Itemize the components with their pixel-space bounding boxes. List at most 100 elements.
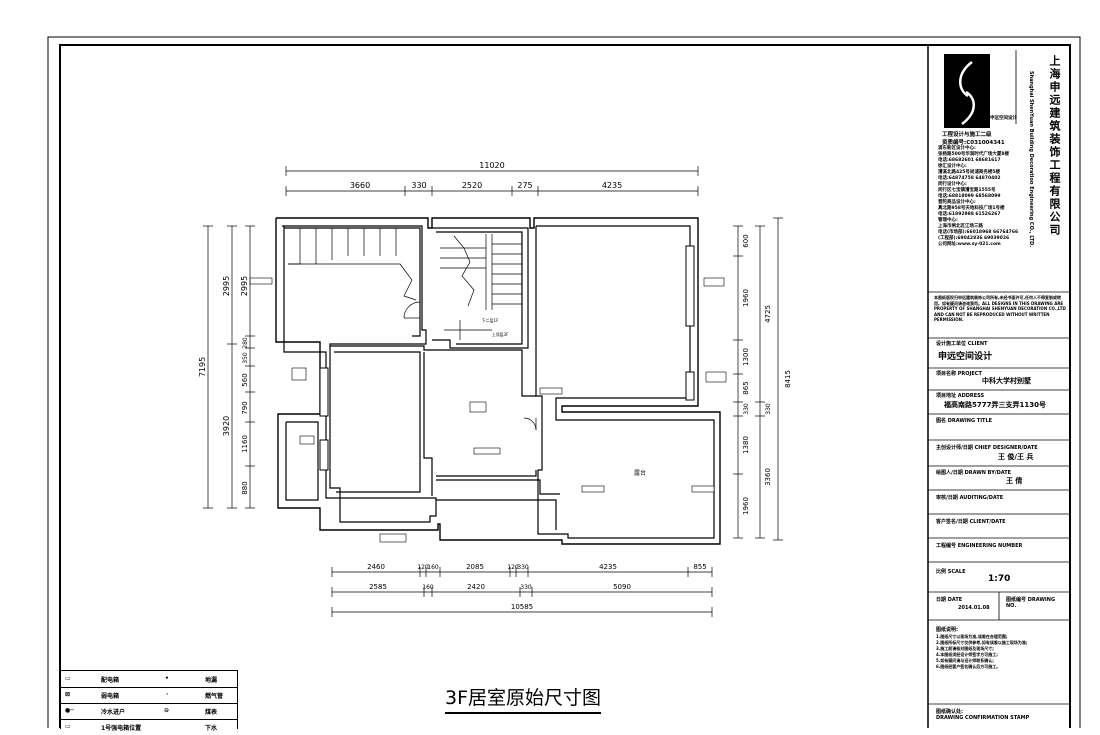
dim-bot2-4: 330 [520, 584, 532, 591]
legend-item: 燃气管 [205, 693, 224, 700]
room-label-terrace: 露台 [634, 469, 646, 477]
titleblock-grid [928, 50, 1070, 705]
drawing-title: 3F居室原始尺寸图 [445, 683, 602, 714]
legend-row: ●─ 冷水进户 ⊖ 煤表 [61, 703, 237, 720]
contact-line: 管理中心: [938, 218, 958, 223]
note-line: 3.施工前请核对图纸及现场尺寸; [936, 646, 994, 651]
firm-logo [944, 54, 990, 128]
audit-label: 审核/日期 AUDITING/DATE [936, 495, 1004, 501]
dimension-texts: 11020 3660 330 2520 275 4235 7195 3920 2… [198, 161, 792, 611]
project-label: 项目名称 PROJECT [936, 371, 982, 377]
scale-value: 1:70 [988, 574, 1011, 584]
drawn-value: 王 倩 [1006, 477, 1023, 485]
drawing-title-label: 图名 DRAWING TITLE [936, 418, 993, 424]
weak-box-icon: ⊠ [65, 691, 71, 698]
contact-line: 浦东新区设计中心: [938, 146, 976, 151]
license-line2: 资质编号:C031004341 [942, 140, 1005, 146]
dimension-lines [203, 166, 783, 617]
outer-frame [47, 36, 1081, 728]
floor-plan [275, 217, 721, 545]
title-block: 上海申远建筑装饰工程有限公司 Shanghai ShenYuan Buildin… [928, 45, 1070, 728]
contact-line: 徐汇设计中心: [938, 164, 967, 169]
notes-list: 1.图纸尺寸以现场为准,误差在合理范围;2.图纸所标尺寸仅供参考,如有误差以施工… [936, 634, 1064, 670]
date-value: 2014.01.08 [958, 605, 990, 611]
client-value: 申远空间设计 [938, 352, 993, 362]
contact-line: 电话(市场部):66018968 66764766 [938, 230, 1019, 235]
dim-bot1-7: 4235 [599, 563, 617, 571]
dim-left-inner-2: 280 [242, 337, 249, 349]
dim-bot2-2: 160 [422, 584, 434, 591]
contact-line: 真北路958号天地科技广场1号楼 [938, 206, 1005, 211]
water-inlet-icon: ●─ [65, 707, 74, 714]
windows [319, 245, 695, 471]
electric-box-icon: ▭ [65, 675, 71, 682]
dim-bot1-3: 160 [427, 564, 439, 571]
tags [249, 277, 727, 543]
dim-right-inner-3: 1300 [742, 348, 750, 366]
license-line1: 工程设计与施工二级 [942, 132, 992, 138]
stairs-middle [440, 234, 537, 431]
dim-top-5: 4235 [602, 181, 622, 190]
dim-top-overall: 11020 [479, 161, 504, 170]
dim-right-overall: 8415 [784, 370, 792, 388]
address-value: 福高南路5777弄三支弄1130号 [944, 401, 1046, 409]
legend-item: 冷水进户 [101, 709, 126, 716]
dim-right-inner-7: 1960 [742, 497, 750, 515]
legend-item: 地漏 [205, 677, 218, 684]
legend-item: 配电箱 [101, 677, 120, 684]
dim-left-inner-4: 560 [241, 373, 249, 386]
dim-right-inner-4: 865 [742, 381, 750, 394]
legend-item: 煤表 [205, 709, 218, 716]
legend-row: ▭ 配电箱 • 地漏 [61, 671, 237, 688]
dim-top-4: 275 [517, 181, 532, 190]
logo-caption: 申远空间设计 [990, 116, 1017, 121]
note-line: 2.图纸所标尺寸仅供参考,如有误差以施工现场为准; [936, 640, 1028, 645]
contact-line: 电话:64874758 64870402 [938, 176, 1001, 181]
dim-right-mid-3: 3360 [764, 468, 772, 486]
note-line: 4.本图纸须经设计师签字方可施工; [936, 652, 998, 657]
dim-top-3: 2520 [462, 181, 482, 190]
legend-item: 弱电箱 [101, 693, 120, 700]
contact-line: (工程部):69042836 69039026 [938, 236, 1010, 241]
project-value: 中科大学村别墅 [982, 377, 1031, 385]
contact-line: 闵行设计中心: [938, 182, 967, 187]
legend-row: ▭ 1号强电箱位置 下水 [61, 719, 237, 735]
dim-left-outer-1: 3920 [222, 416, 231, 436]
contact-line: 上海市闸北区江场三路 [938, 224, 983, 229]
dim-bot1-8: 855 [693, 563, 706, 571]
dim-bot2-3: 2420 [467, 583, 485, 591]
dim-left-inner-5: 790 [241, 401, 249, 414]
dim-bot2-1: 2585 [369, 583, 387, 591]
eng-no-label: 工程编号 ENGINEERING NUMBER [936, 543, 1023, 549]
contact-line: 公司网址:www.sy-021.com [938, 242, 1001, 247]
address-label: 项目地址 ADDRESS [936, 393, 985, 399]
dim-right-mid-1: 4725 [764, 305, 772, 323]
dim-right-inner-6: 1380 [742, 436, 750, 454]
contact-line: 普陀商品设计中心: [938, 200, 976, 205]
client-date-label: 客户签名/日期 CLIENT/DATE [936, 519, 1006, 525]
contact-line: 电话:61892988 61526267 [938, 212, 1001, 217]
contact-line: 电话:68682601 68681617 [938, 158, 1001, 163]
date-label: 日期 DATE [936, 597, 963, 603]
notes-label: 图纸说明: [936, 627, 958, 633]
dim-right-mid-2: 330 [765, 403, 772, 415]
firm-name-en: Shanghai ShenYuan Building Decoration En… [1028, 71, 1034, 248]
drawn-label: 绘图人/日期 DRAWN BY/DATE [936, 470, 1012, 476]
dim-left-outer-2: 2995 [222, 276, 231, 296]
dim-top-2: 330 [411, 181, 426, 190]
dim-left-inner-1: 2995 [240, 276, 249, 296]
dim-left-overall: 7195 [198, 357, 207, 377]
stamp-label: 图纸确认处: [936, 709, 964, 715]
stamp-en: DRAWING CONFIRMATION STAMP [936, 715, 1030, 721]
client-label: 设计施工单位 CLIENT [936, 341, 988, 347]
stair-label-down: 下二层1F [482, 317, 500, 323]
meter-icon: ⊖ [164, 707, 170, 714]
contact-block: 浦东新区设计中心:张杨路500号华润时代广场大厦8楼电话:68682601 68… [938, 146, 1066, 248]
dim-bot2-5: 5090 [613, 583, 631, 591]
designer-value: 王 俊/王 兵 [998, 453, 1034, 461]
dim-left-inner-7: 880 [241, 481, 249, 494]
contact-line: 闵行区七宝镇漕宝路1555号 [938, 188, 996, 193]
dim-bot-overall: 10585 [511, 603, 533, 611]
dot-icon: • [165, 675, 169, 682]
